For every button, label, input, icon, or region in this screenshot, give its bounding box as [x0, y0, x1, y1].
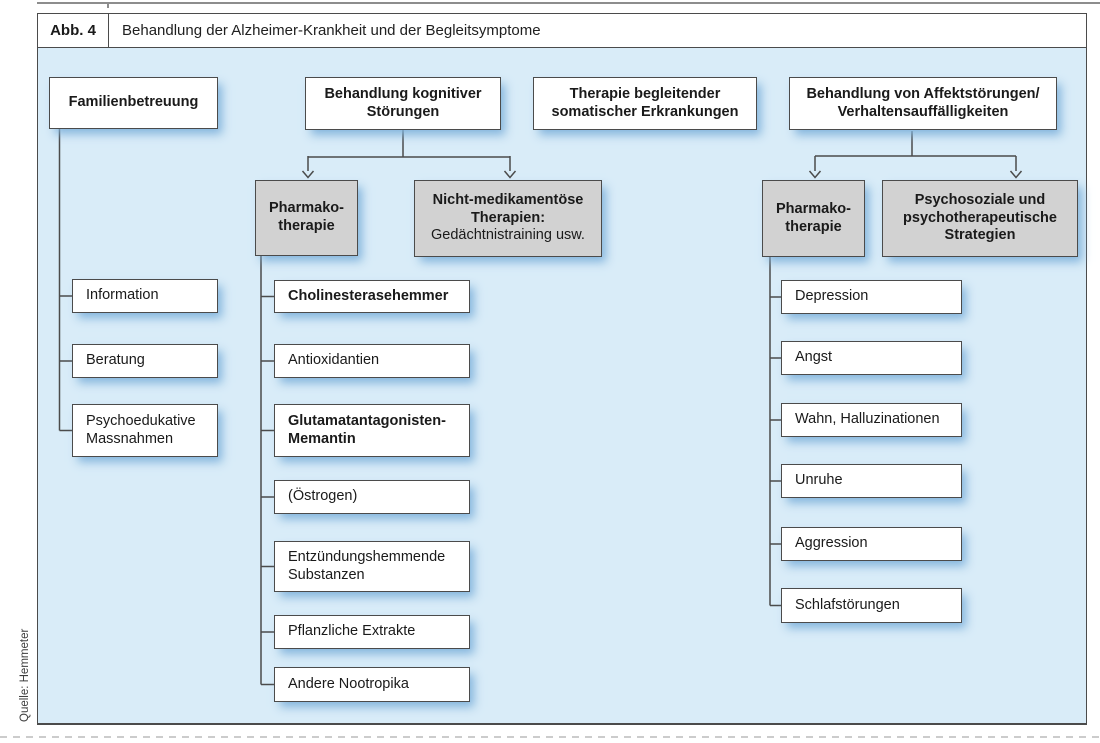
node-andere-nootropika: Andere Nootropika: [274, 667, 470, 702]
node-behandlung-von-affektstoerungen: Behandlung von Affektstörungen/ Verhalte…: [789, 77, 1057, 130]
node-label: Pharmako- therapie: [776, 200, 851, 235]
node-beratung: Beratung: [72, 344, 218, 378]
node-label: Schlafstörungen: [795, 596, 900, 613]
node-label: Behandlung kognitiver Störungen: [324, 85, 482, 120]
node-label: Psychosoziale und psychotherapeutische S…: [903, 191, 1057, 244]
page-crop-artifact-bottom: [0, 736, 1100, 738]
page-crop-artifact-top: [37, 2, 1100, 4]
node-label: Pflanzliche Extrakte: [288, 623, 416, 640]
connector-affect-list: [769, 257, 782, 607]
figure-title: Behandlung der Alzheimer-Krankheit und d…: [122, 22, 541, 39]
node-label: Antioxidantien: [288, 352, 380, 369]
arrowhead-affect-right: [1009, 170, 1023, 179]
node-label: Familienbetreuung: [68, 94, 199, 111]
node-label: Andere Nootropika: [288, 675, 409, 692]
node-behandlung-kognitiver-stoerungen: Behandlung kognitiver Störungen: [305, 77, 501, 130]
node-aggression: Aggression: [781, 527, 962, 561]
node-psychosoziale-strategien: Psychosoziale und psychotherapeutische S…: [882, 180, 1078, 257]
node-entzuendungshemmende-substanzen: Entzündungshemmende Substanzen: [274, 541, 470, 592]
node-therapie-begleitender-somatischer-erkrankungen: Therapie begleitender somatischer Erkran…: [533, 77, 757, 130]
node-familienbetreuung: Familienbetreuung: [49, 77, 218, 129]
node-label: Therapie begleitender somatischer Erkran…: [551, 85, 739, 120]
figure-header: Abb. 4 Behandlung der Alzheimer-Krankhei…: [37, 13, 1087, 48]
connector-family-tree: [58, 129, 73, 432]
page-crop-artifact-tick: [107, 4, 109, 8]
arrowhead-affect-left: [808, 170, 822, 179]
source-credit: Quelle: Hemmeter: [19, 628, 31, 722]
node-cholinesterasehemmer: Cholinesterasehemmer: [274, 280, 470, 313]
connector-cognitive-list: [260, 255, 275, 686]
node-wahn-halluzinationen: Wahn, Halluzinationen: [781, 403, 962, 437]
node-label: Depression: [795, 288, 869, 305]
node-sublabel: Gedächtnistraining usw.: [431, 227, 585, 244]
arrowhead-cognitive-right: [503, 170, 517, 179]
node-label: Pharmako- therapie: [269, 200, 344, 234]
node-label: Aggression: [795, 535, 868, 552]
connector-cognitive-fork: [307, 130, 511, 171]
node-label: Entzündungshemmende Substanzen: [288, 548, 446, 583]
node-label: Information: [86, 287, 159, 304]
node-oestrogen: (Östrogen): [274, 480, 470, 514]
node-information: Information: [72, 279, 218, 313]
node-label: Behandlung von Affektstörungen/ Verhalte…: [806, 85, 1040, 120]
node-depression: Depression: [781, 280, 962, 314]
node-schlafstoerungen: Schlafstörungen: [781, 588, 962, 623]
node-label: Beratung: [86, 352, 145, 369]
node-pharmakotherapie-affekt: Pharmako- therapie: [762, 180, 865, 257]
node-antioxidantien: Antioxidantien: [274, 344, 470, 378]
figure-label: Abb. 4: [38, 14, 109, 47]
node-nicht-medikamentoese-therapien: Nicht-medikamentöse Therapien: Gedächtni…: [414, 180, 602, 257]
node-label: Glutamatantagonisten- Memantin: [288, 412, 446, 447]
node-label: Psychoedukative Massnahmen: [86, 412, 196, 447]
node-unruhe: Unruhe: [781, 464, 962, 498]
node-psychoedukative-massnahmen: Psychoedukative Massnahmen: [72, 404, 218, 457]
connector-affect-fork: [814, 131, 1017, 171]
node-label: Nicht-medikamentöse Therapien:: [432, 191, 584, 226]
arrowhead-cognitive-left: [301, 170, 315, 179]
node-glutamatantagonisten-memantin: Glutamatantagonisten- Memantin: [274, 404, 470, 457]
node-label: (Östrogen): [288, 488, 358, 505]
node-pflanzliche-extrakte: Pflanzliche Extrakte: [274, 615, 470, 649]
node-label: Angst: [795, 349, 833, 366]
node-label: Wahn, Halluzinationen: [795, 411, 940, 428]
node-angst: Angst: [781, 341, 962, 375]
node-label: Unruhe: [795, 472, 843, 489]
node-pharmakotherapie-kognitiv: Pharmako- therapie: [255, 180, 358, 256]
node-label: Cholinesterasehemmer: [288, 287, 449, 304]
